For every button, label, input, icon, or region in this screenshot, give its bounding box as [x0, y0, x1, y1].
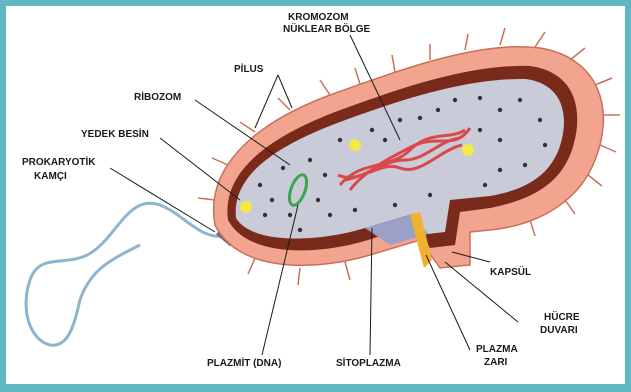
storage-granule — [240, 201, 252, 213]
label-sitoplazma: SİTOPLAZMA — [336, 356, 401, 369]
label-pilus: PİLUS — [234, 62, 264, 75]
label-plazma: PLAZMA — [476, 344, 518, 355]
label-ribozom: RİBOZOM — [134, 90, 181, 103]
storage-granule — [462, 144, 474, 156]
label-plazmit: PLAZMİT (DNA) — [207, 356, 281, 369]
label-duvari: DUVARI — [540, 325, 578, 336]
label-hucre: HÜCRE — [544, 310, 580, 323]
label-kromozom: KROMOZOM — [288, 12, 349, 23]
storage-granule — [349, 139, 361, 151]
flagellum — [26, 203, 225, 345]
label-yedek-besin: YEDEK BESİN — [81, 127, 149, 140]
label-kapsul: KAPSÜL — [490, 265, 531, 278]
label-kamci: KAMÇI — [34, 171, 67, 182]
label-prokaryotik: PROKARYOTİK — [22, 155, 96, 168]
label-nuklear-bolge: NÜKLEAR BÖLGE — [283, 22, 371, 35]
label-zari: ZARI — [484, 357, 508, 368]
